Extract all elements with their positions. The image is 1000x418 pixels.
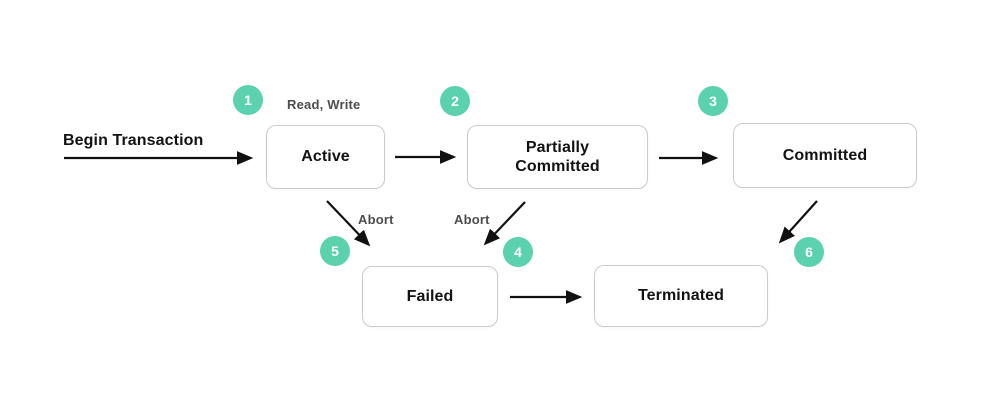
node-failed-label: Failed bbox=[406, 287, 454, 305]
step-badge-1: 1 bbox=[233, 85, 263, 115]
step-badge-3: 3 bbox=[698, 86, 728, 116]
node-partially-committed-label: Partially Committed bbox=[515, 138, 600, 175]
step-badge-5: 5 bbox=[320, 236, 350, 266]
step-badge-2: 2 bbox=[440, 86, 470, 116]
abort-label-from-active: Abort bbox=[358, 212, 394, 227]
node-committed: Committed bbox=[733, 123, 917, 188]
node-failed: Failed bbox=[362, 266, 498, 327]
step-badge-6: 6 bbox=[794, 237, 824, 267]
node-active: Active bbox=[266, 125, 385, 189]
step-badge-4: 4 bbox=[503, 237, 533, 267]
begin-transaction-label: Begin Transaction bbox=[63, 132, 204, 149]
node-terminated-label: Terminated bbox=[637, 287, 725, 305]
arrow-active-to-failed bbox=[326, 200, 371, 247]
node-committed-label: Committed bbox=[782, 146, 868, 164]
read-write-label: Read, Write bbox=[287, 97, 361, 112]
node-terminated: Terminated bbox=[594, 265, 768, 327]
arrow-committed-to-terminated bbox=[778, 200, 818, 244]
node-active-label: Active bbox=[301, 148, 350, 166]
arrow-partially-committed-to-failed bbox=[483, 201, 526, 246]
abort-label-from-partially-committed: Abort bbox=[454, 212, 490, 227]
node-partially-committed: Partially Committed bbox=[467, 125, 648, 189]
